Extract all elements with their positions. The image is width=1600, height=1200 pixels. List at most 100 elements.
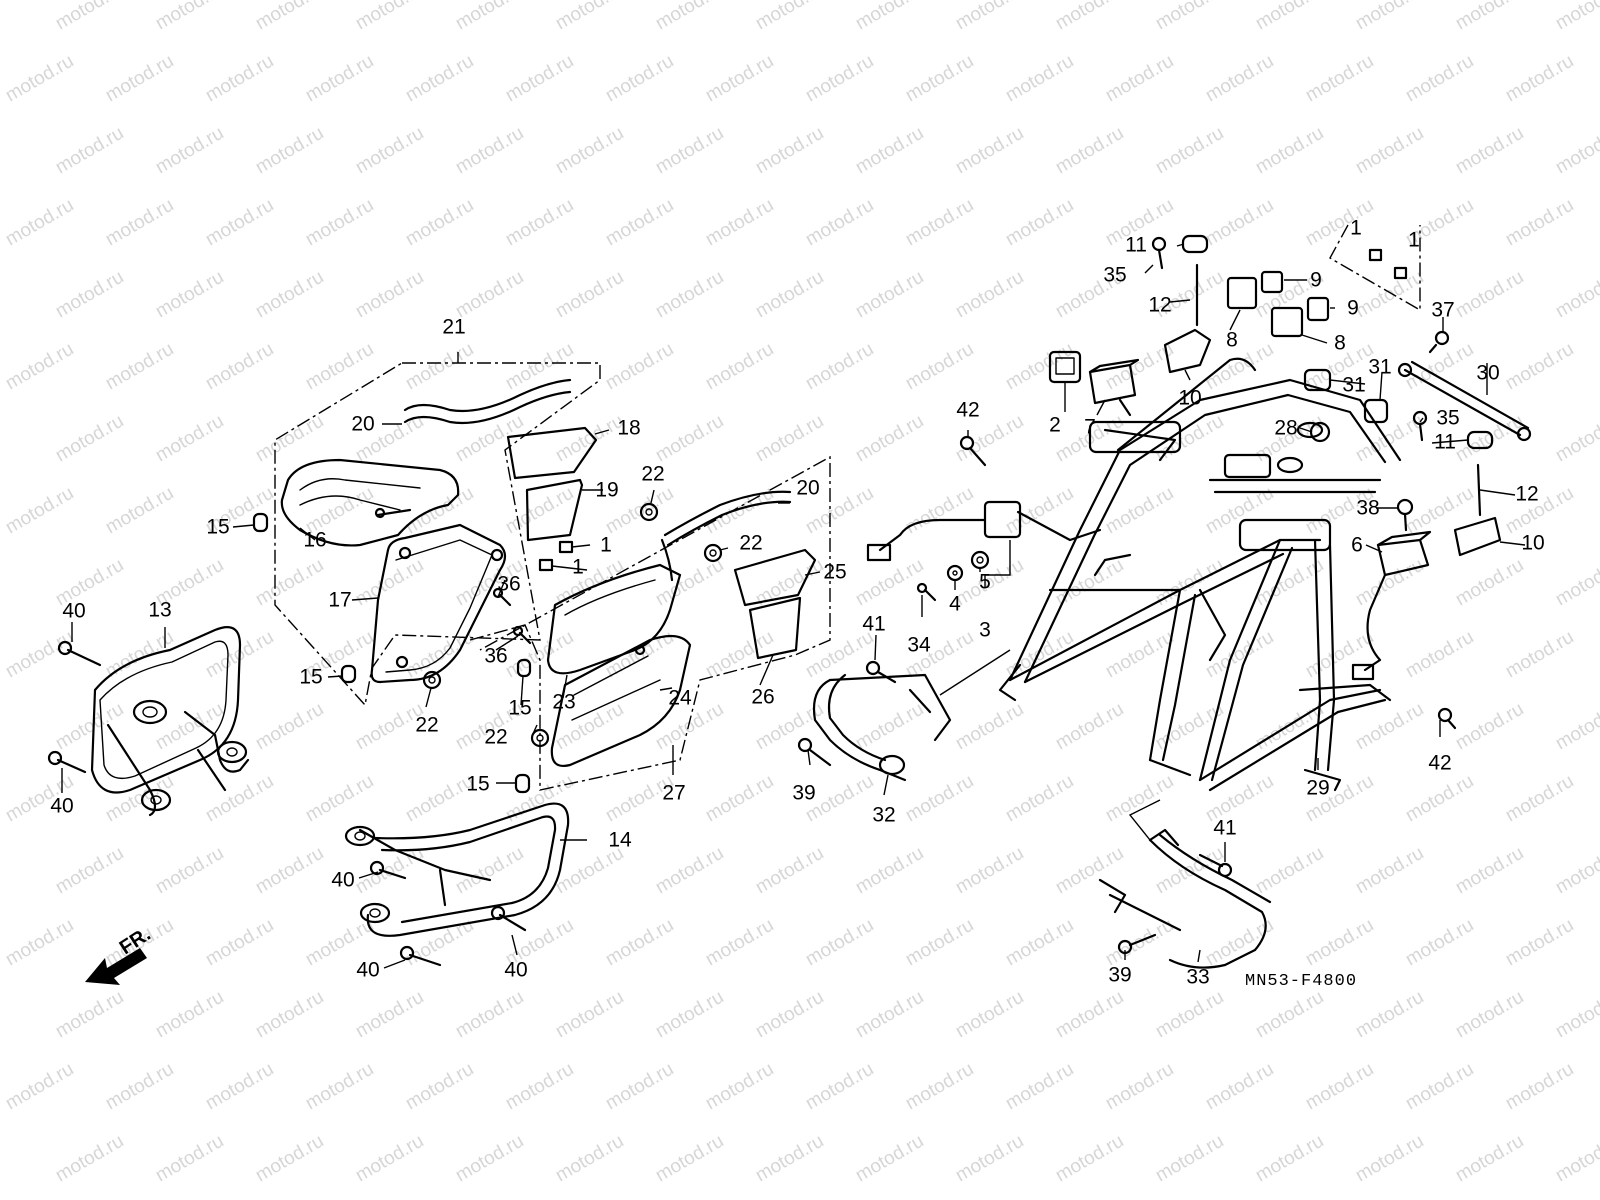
callout-label: 39 [792, 782, 815, 805]
watermark-text: motod.ru [1352, 987, 1427, 1043]
callout-label: 21 [442, 316, 465, 339]
watermark-text: motod.ru [702, 915, 777, 971]
watermark-text: motod.ru [1502, 339, 1577, 395]
watermark-text: motod.ru [1202, 51, 1277, 107]
watermark-text: motod.ru [2, 483, 77, 539]
callout-label: 22 [739, 532, 762, 555]
part-25-pad [733, 548, 817, 607]
callout-label: 22 [641, 463, 664, 486]
callout-label: 42 [1428, 752, 1451, 775]
watermark-text: motod.ru [802, 1059, 877, 1115]
callout-label: 13 [148, 599, 171, 622]
watermark-text: motod.ru [1352, 555, 1427, 611]
watermark-text: motod.ru [752, 411, 827, 467]
watermark-text: motod.ru [1452, 555, 1527, 611]
callout-label: 38 [1356, 497, 1379, 520]
watermark-text: motod.ru [1102, 627, 1177, 683]
watermark-text: motod.ru [1452, 699, 1527, 755]
watermark-text: motod.ru [752, 0, 827, 34]
watermark-text: motod.ru [752, 843, 827, 899]
watermark-text: motod.ru [1252, 987, 1327, 1043]
watermark-text: motod.ru [1402, 915, 1477, 971]
watermark-text: motod.ru [452, 843, 527, 899]
watermark-text: motod.ru [1052, 987, 1127, 1043]
part-40-bolts [47, 640, 527, 967]
watermark-text: motod.ru [1552, 411, 1600, 467]
watermark-text: motod.ru [1002, 339, 1077, 395]
watermark-text: motod.ru [252, 555, 327, 611]
part-26-pad [748, 596, 802, 660]
watermark-text: motod.ru [252, 123, 327, 179]
callout-label: 15 [299, 666, 322, 689]
watermark-text: motod.ru [152, 1131, 227, 1187]
watermark-text: motod.ru [852, 699, 927, 755]
watermark-text: motod.ru [702, 627, 777, 683]
watermark-text: motod.ru [1452, 987, 1527, 1043]
part-24-side-cover [550, 634, 692, 767]
watermark-text: motod.ru [1152, 0, 1227, 34]
callout-label: 14 [608, 829, 632, 852]
part-13-guard-bar [90, 626, 250, 817]
part-29-bracket [1298, 683, 1392, 792]
watermark-text: motod.ru [1002, 51, 1077, 107]
callout-label: 18 [617, 417, 640, 440]
watermark-text: motod.ru [902, 915, 977, 971]
callout-label: 12 [1515, 483, 1538, 506]
watermark-text: motod.ru [802, 51, 877, 107]
watermark-text: motod.ru [802, 195, 877, 251]
watermark-text: motod.ru [1552, 0, 1600, 34]
callout-label: 39 [1108, 964, 1131, 987]
watermark-text: motod.ru [1102, 771, 1177, 827]
watermark-text: motod.ru [652, 987, 727, 1043]
watermark-text: motod.ru [152, 267, 227, 323]
watermark-text: motod.ru [352, 267, 427, 323]
watermark-text: motod.ru [52, 123, 127, 179]
watermark-text: motod.ru [202, 195, 277, 251]
callout-label: 35 [1436, 407, 1459, 430]
callout-label: 33 [1186, 966, 1209, 989]
callout-label: 25 [823, 561, 846, 584]
callout-label: 1 [600, 534, 612, 557]
part-30-rod [1397, 360, 1532, 442]
watermark-text: motod.ru [252, 411, 327, 467]
watermark-text: motod.ru [1152, 987, 1227, 1043]
callout-label: 28 [1274, 417, 1297, 440]
watermark-text: motod.ru [1252, 1131, 1327, 1187]
watermark-text: motod.ru [1452, 843, 1527, 899]
watermark-text: motod.ru [1152, 699, 1227, 755]
part-23-inner-panel [546, 563, 682, 675]
watermark-text: motod.ru [52, 699, 127, 755]
callout-label: 6 [1351, 534, 1363, 557]
watermark-text: motod.ru [1102, 483, 1177, 539]
callout-label: 15 [508, 697, 531, 720]
part-1-clips [538, 248, 1408, 572]
watermark-text: motod.ru [202, 771, 277, 827]
watermark-text: motod.ru [552, 1131, 627, 1187]
part-5-washer [970, 550, 990, 570]
callout-label: 30 [1476, 362, 1499, 385]
watermark-text: motod.ru [902, 51, 977, 107]
watermark-text: motod.ru [852, 843, 927, 899]
watermark-text: motod.ru [1552, 843, 1600, 899]
watermark-text: motod.ru [202, 915, 277, 971]
part-bolts-right [797, 236, 1457, 955]
watermark-text: motod.ru [1152, 123, 1227, 179]
callout-label: 20 [351, 413, 374, 436]
watermark-text: motod.ru [52, 843, 127, 899]
watermark-text: motod.ru [2, 915, 77, 971]
watermark-text: motod.ru [102, 51, 177, 107]
watermark-text: motod.ru [502, 1059, 577, 1115]
watermark-text: motod.ru [252, 843, 327, 899]
callout-label: 40 [504, 959, 527, 982]
callout-label: 41 [862, 613, 885, 636]
watermark-text: motod.ru [852, 555, 927, 611]
watermark-text: motod.ru [652, 555, 727, 611]
watermark-text: motod.ru [1452, 1131, 1527, 1187]
watermark-text: motod.ru [1302, 627, 1377, 683]
watermark-text: motod.ru [802, 339, 877, 395]
watermark-text: motod.ru [152, 843, 227, 899]
watermark-text: motod.ru [852, 123, 927, 179]
callout-label: 2 [1049, 414, 1061, 437]
watermark-text: motod.ru [1252, 0, 1327, 34]
callout-label: 23 [552, 691, 575, 714]
